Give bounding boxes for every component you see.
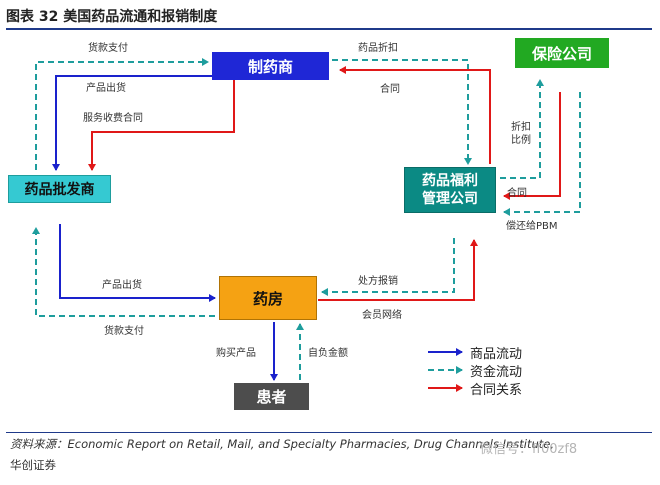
watermark-text: 微信号：ff00zf8 [480, 442, 578, 457]
contract-manufacturer-wholesaler [88, 78, 235, 171]
source-note: 资料来源：Economic Report on Retail, Mail, an… [10, 437, 555, 451]
label-contract-right: 合同 [507, 188, 527, 199]
node-pbm-line2: 管理公司 [422, 191, 478, 207]
title-rule [6, 28, 652, 30]
node-pbm: 药品福利 管理公司 [404, 167, 496, 213]
node-wholesaler: 药品批发商 [8, 175, 111, 203]
label-prescription-reimburse: 处方报销 [358, 276, 398, 287]
footer-rule [6, 432, 652, 433]
network-pharmacy-pbm [318, 239, 478, 301]
label-buy-product: 购买产品 [216, 348, 256, 359]
payment-wholesaler-to-manufacturer [35, 58, 209, 170]
legend-goods-flow: 商品流动 [470, 347, 523, 362]
label-contract-top: 合同 [380, 84, 400, 95]
repay-insurer-to-pbm [503, 92, 581, 216]
label-repay-pbm: 偿还给PBM [506, 221, 558, 232]
label-product-shipment-top: 产品出货 [86, 83, 126, 94]
figure-title: 图表 32 美国药品流通和报销制度 [6, 9, 218, 25]
contract-pbm-manufacturer [339, 66, 491, 164]
label-product-shipment-bottom: 产品出货 [102, 280, 142, 291]
shipment-manufacturer-to-wholesaler [52, 75, 214, 171]
label-rebate-ratio-2: 比例 [511, 135, 531, 146]
label-copay: 自负金额 [308, 348, 348, 359]
node-manufacturer: 制药商 [212, 52, 329, 80]
label-payment-bottom: 货款支付 [104, 326, 144, 337]
node-insurer: 保险公司 [515, 38, 609, 68]
rebate-ratio-pbm-to-insurer [500, 79, 544, 179]
node-patient: 患者 [234, 383, 309, 410]
payment-pharmacy-to-wholesaler [32, 227, 215, 317]
legend-funds-flow: 资金流动 [470, 365, 523, 380]
label-rebate-ratio-1: 折扣 [511, 122, 531, 133]
node-pharmacy: 药房 [219, 276, 317, 320]
contract-insurer-pbm [503, 92, 561, 200]
shipment-wholesaler-to-pharmacy [59, 224, 216, 302]
label-payment-top: 货款支付 [88, 43, 128, 54]
node-pbm-line1: 药品福利 [422, 173, 478, 189]
label-drug-rebate: 药品折扣 [358, 43, 398, 54]
rebate-manufacturer-to-pbm [332, 59, 472, 165]
reimburse-pbm-to-pharmacy [321, 238, 455, 296]
legend-contract-relation: 合同关系 [470, 383, 523, 398]
label-service-fee-contract: 服务收费合同 [83, 113, 143, 124]
source-org: 华创证券 [10, 458, 56, 472]
label-member-network: 会员网络 [362, 310, 402, 321]
